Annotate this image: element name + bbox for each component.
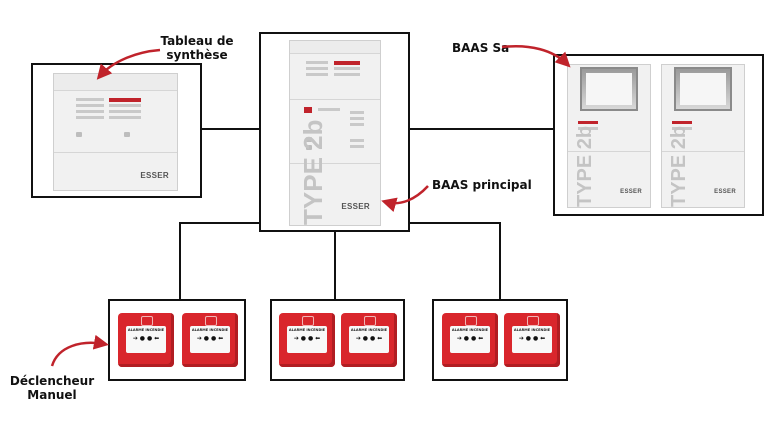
- baas-principal-frame: TYPE 2b ESSER: [259, 32, 410, 232]
- baas-sa-device-2: TYPE 2b ESSER: [661, 64, 745, 208]
- connector-tableau-principal: [201, 128, 259, 130]
- call-point: ALARME INCENDIE➔ ● ● ⬅: [279, 313, 335, 367]
- tableau-synthese-device: ESSER: [53, 73, 178, 191]
- baas-sa-device-1: TYPE 2b ESSER: [567, 64, 651, 208]
- label-baas-principal: BAAS principal: [432, 178, 532, 192]
- esser-logo: ESSER: [341, 202, 370, 211]
- arrow-to-baas-principal: [381, 185, 429, 212]
- declencheur-group-right: ALARME INCENDIE➔ ● ● ⬅ ALARME INCENDIE➔ …: [432, 299, 568, 381]
- call-point: ALARME INCENDIE➔ ● ● ⬅: [341, 313, 397, 367]
- tableau-button: [76, 132, 82, 137]
- label-declencheur-manuel: Déclencheur Manuel: [9, 374, 95, 402]
- declencheur-group-left: ALARME INCENDIE➔ ● ● ⬅ ALARME INCENDIE➔ …: [108, 299, 246, 381]
- esser-logo: ESSER: [140, 171, 169, 180]
- arrow-to-tableau: [96, 48, 161, 80]
- declencheur-group-center: ALARME INCENDIE➔ ● ● ⬅ ALARME INCENDIE➔ …: [270, 299, 405, 381]
- call-point: ALARME INCENDIE➔ ● ● ⬅: [118, 313, 174, 367]
- call-point: ALARME INCENDIE➔ ● ● ⬅: [442, 313, 498, 367]
- arrow-to-declencheur: [50, 334, 109, 367]
- label-tableau-synthese: Tableau de synthèse: [160, 34, 234, 62]
- tableau-button: [124, 132, 130, 137]
- connector-left-group: [179, 222, 181, 300]
- call-point: ALARME INCENDIE➔ ● ● ⬅: [504, 313, 560, 367]
- esser-logo: ESSER: [620, 189, 642, 195]
- connector-principal-baas-sa: [409, 128, 554, 130]
- baas-sa-frame: TYPE 2b ESSER TYPE 2b ESSER: [553, 54, 764, 216]
- baas-principal-device: TYPE 2b ESSER: [289, 40, 381, 226]
- arrow-to-baas-sa: [501, 45, 571, 68]
- esser-logo: ESSER: [714, 189, 736, 195]
- connector-principal-down: [334, 230, 336, 300]
- label-baas-sa: BAAS Sa: [452, 41, 510, 55]
- connector-right-group: [499, 222, 501, 300]
- call-point: ALARME INCENDIE➔ ● ● ⬅: [182, 313, 238, 367]
